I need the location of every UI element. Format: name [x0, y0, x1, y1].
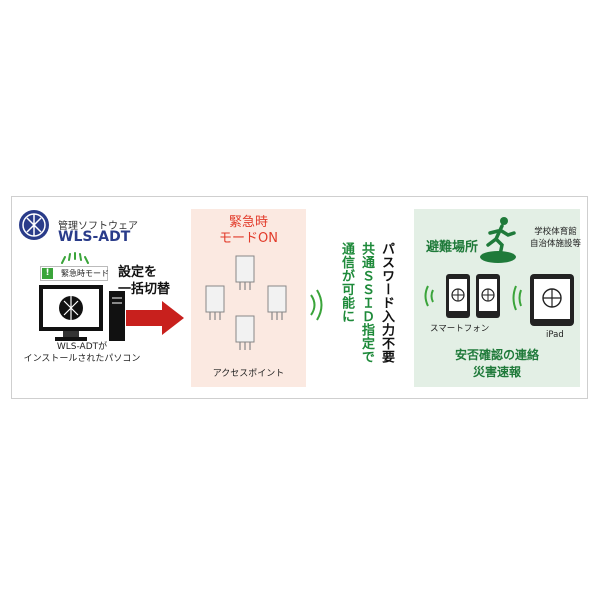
ipad-icon	[512, 274, 574, 326]
smartphone-caption: スマートフォン	[430, 324, 490, 334]
switch-settings-label: 設定を 一括切替	[118, 264, 188, 298]
computer-icon	[39, 285, 125, 341]
pc-caption-line2: インストールされたパソコン	[23, 354, 141, 364]
emergency-exit-runner-icon	[480, 217, 516, 263]
right-arrow-icon	[126, 301, 184, 335]
pc-caption-line1: WLS-ADTが	[56, 342, 108, 352]
access-points-icon	[205, 255, 287, 350]
signal-dashes-icon	[61, 252, 89, 264]
no-password-text: パスワード入力不要	[379, 242, 394, 364]
exclamation-icon: !	[42, 268, 53, 279]
common-ssid-text: 共通ＳＳＩＤ指定で	[359, 242, 374, 364]
access-point-caption: アクセスポイント	[212, 369, 285, 379]
software-subtitle: 管理ソフトウェア	[58, 221, 138, 232]
pc-caption: WLS-ADTが インストールされたパソコン	[22, 341, 142, 365]
wifi-wave-icon	[310, 289, 323, 321]
safety-confirmation-text: 安否確認の連絡	[454, 348, 539, 362]
software-logo-icon	[19, 210, 49, 240]
disaster-news-text: 災害速報	[472, 365, 521, 379]
ipad-caption: iPad	[546, 330, 564, 340]
shelter-examples: 学校体育館 自治体施設等	[530, 226, 581, 250]
mode-line2: モードON	[219, 231, 278, 246]
shelter-title: 避難場所	[426, 240, 479, 255]
emergency-mode-title: 緊急時 モードON	[191, 215, 306, 247]
software-name: WLS-ADT	[58, 229, 131, 245]
switch-line1: 設定を	[118, 265, 158, 280]
gym-line2: 自治体施設等	[530, 239, 582, 249]
switch-line2: 一括切替	[118, 282, 171, 297]
emergency-mode-badge: 緊急時モード	[40, 266, 109, 281]
communication-possible-text: 通信が可能に	[339, 242, 354, 323]
smartphones-icon	[424, 274, 500, 318]
gym-line1: 学校体育館	[534, 227, 577, 237]
mode-line1: 緊急時	[228, 215, 268, 230]
